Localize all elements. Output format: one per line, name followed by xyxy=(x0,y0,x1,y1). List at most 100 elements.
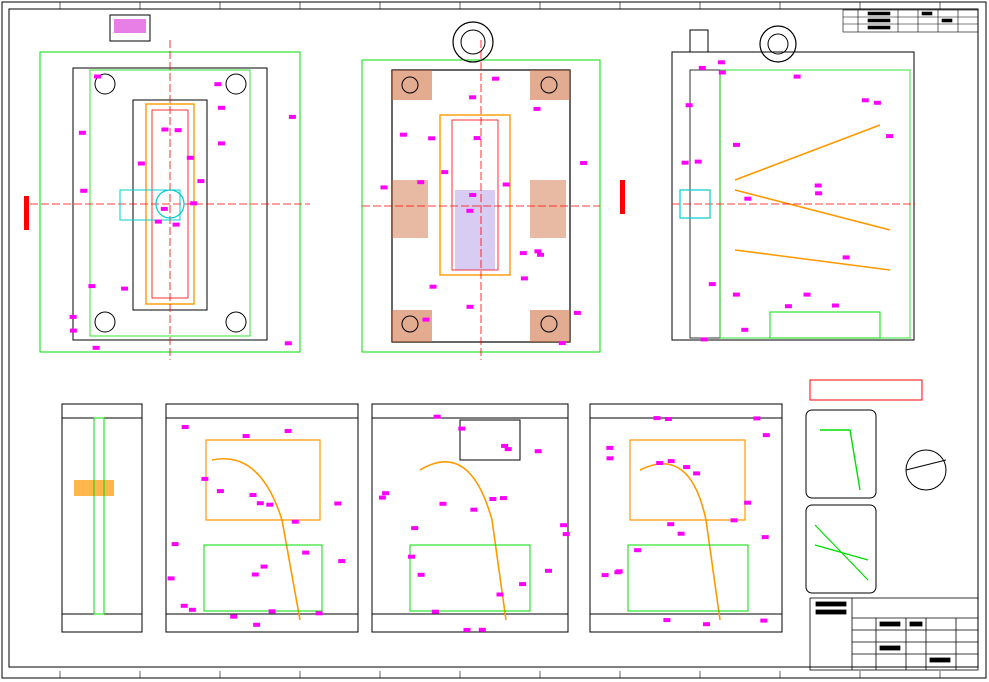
dimension-marker xyxy=(216,489,224,494)
dimension-marker xyxy=(167,576,175,581)
dimension-marker xyxy=(814,183,822,188)
detail-views xyxy=(805,379,947,594)
dimension-marker xyxy=(160,206,168,211)
dimension-marker xyxy=(615,569,623,574)
dimension-marker xyxy=(492,76,499,81)
dimension-marker xyxy=(291,519,299,524)
dimension-marker xyxy=(288,114,296,119)
dimension-marker xyxy=(174,128,182,133)
dimension-marker xyxy=(580,161,588,165)
dimension-marker xyxy=(69,314,77,319)
dimension-marker xyxy=(753,416,761,421)
dimension-marker xyxy=(466,304,474,309)
dimension-marker xyxy=(121,286,129,291)
fixed-half-plan-view xyxy=(361,21,625,360)
dimension-marker xyxy=(656,461,664,465)
dimension-marker xyxy=(685,103,693,108)
dimension-marker xyxy=(560,523,568,528)
dimension-marker xyxy=(284,341,292,346)
dimension-marker xyxy=(573,310,581,315)
dimension-marker xyxy=(762,433,770,438)
dimension-marker xyxy=(496,592,504,597)
section-d xyxy=(589,403,783,633)
dimension-marker xyxy=(683,465,691,470)
dimension-marker xyxy=(197,179,205,184)
dimension-marker xyxy=(458,426,466,431)
dimension-marker xyxy=(260,564,268,569)
dimension-marker xyxy=(842,255,850,260)
dimension-marker xyxy=(520,276,528,281)
section-views xyxy=(61,403,783,633)
dimension-marker xyxy=(218,141,225,146)
dimension-marker xyxy=(431,609,439,614)
section-b xyxy=(165,403,359,633)
dimension-marker xyxy=(315,611,323,616)
dimension-marker xyxy=(201,476,209,481)
dimension-marker xyxy=(249,493,257,497)
dimension-marker xyxy=(417,572,425,577)
dimension-marker xyxy=(831,303,839,308)
dimension-marker xyxy=(180,603,188,608)
dimension-marker xyxy=(78,130,86,135)
dimension-marker xyxy=(171,542,179,547)
dimension-marker xyxy=(815,191,823,196)
dimension-marker xyxy=(663,618,671,623)
dimension-marker xyxy=(519,251,527,256)
dimension-marker xyxy=(214,82,222,87)
dimension-marker xyxy=(80,188,88,193)
dimension-marker xyxy=(803,292,811,297)
dimension-marker xyxy=(161,127,169,132)
dimension-markers xyxy=(69,60,894,632)
dimension-marker xyxy=(703,622,710,627)
dimension-marker xyxy=(466,208,474,213)
dimension-marker xyxy=(188,607,196,612)
dimension-marker xyxy=(718,70,726,75)
dimension-marker xyxy=(473,136,481,141)
dimension-marker xyxy=(439,501,447,506)
dimension-marker xyxy=(88,284,96,289)
dimension-marker xyxy=(441,170,449,175)
dimension-marker xyxy=(190,201,198,206)
dimension-marker xyxy=(469,193,477,197)
dimension-marker xyxy=(664,417,672,421)
dimension-marker xyxy=(218,105,225,110)
dimension-marker xyxy=(534,449,542,454)
dimension-marker xyxy=(230,614,238,619)
dimension-marker xyxy=(761,535,769,540)
dimension-marker xyxy=(733,142,740,147)
dimension-marker xyxy=(378,495,386,500)
dimension-marker xyxy=(698,65,706,70)
dimension-marker xyxy=(653,416,661,421)
dimension-marker xyxy=(545,568,552,573)
dimension-marker xyxy=(502,182,510,187)
dimension-marker xyxy=(334,501,342,506)
dimension-marker xyxy=(380,185,388,190)
dimension-marker xyxy=(708,282,716,287)
dimension-marker xyxy=(537,252,544,257)
side-section-view xyxy=(671,25,915,341)
dimension-marker xyxy=(253,622,261,627)
dimension-marker xyxy=(793,74,801,79)
dimension-marker xyxy=(399,132,407,137)
dimension-marker xyxy=(463,627,471,632)
dimension-marker xyxy=(501,443,509,448)
dimension-marker xyxy=(562,532,570,537)
dimension-marker xyxy=(667,522,675,527)
dimension-marker xyxy=(469,95,477,100)
section-c xyxy=(371,403,569,633)
dimension-marker xyxy=(873,100,881,105)
dimension-marker xyxy=(172,222,180,227)
dimension-marker xyxy=(429,284,437,289)
dimension-marker xyxy=(489,497,497,501)
dimension-marker xyxy=(408,554,415,559)
dimension-marker xyxy=(181,425,189,429)
dimension-marker xyxy=(886,134,894,139)
dimension-marker xyxy=(732,292,740,297)
dimension-marker xyxy=(760,618,768,623)
dimension-marker xyxy=(717,60,725,65)
dimension-marker xyxy=(382,491,390,496)
dimension-marker xyxy=(251,572,259,577)
dimension-marker xyxy=(422,317,430,322)
